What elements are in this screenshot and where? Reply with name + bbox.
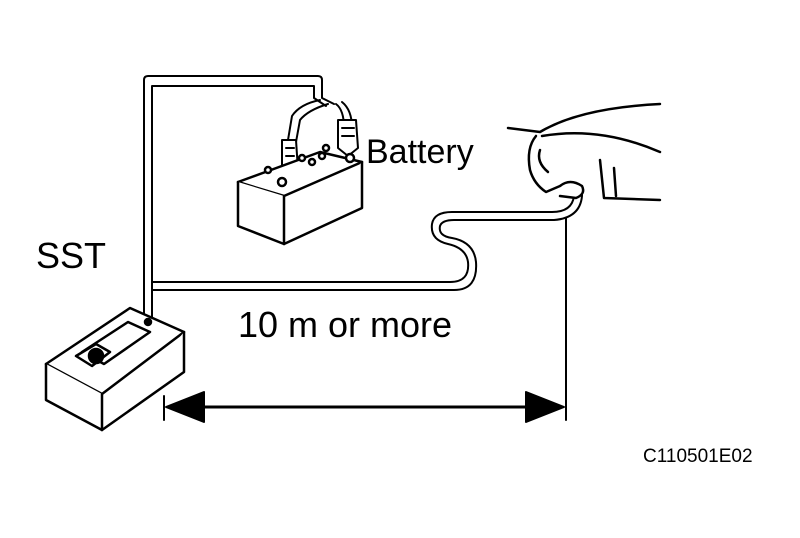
dimension-right-arrow xyxy=(525,391,565,423)
battery-label: Battery xyxy=(366,133,474,171)
figure-code: C110501E02 xyxy=(643,446,753,467)
sst-label: SST xyxy=(36,235,107,276)
sst-tester-icon xyxy=(44,306,186,432)
battery-clip-leads xyxy=(287,99,353,143)
battery-icon xyxy=(236,143,364,246)
dimension-left-arrow xyxy=(165,391,205,423)
sst-to-hand-cable xyxy=(151,183,583,291)
hand-icon xyxy=(506,102,662,202)
distance-label: 10 m or more xyxy=(238,304,453,345)
distance-dimension xyxy=(163,217,567,423)
battery-clips xyxy=(281,119,359,179)
